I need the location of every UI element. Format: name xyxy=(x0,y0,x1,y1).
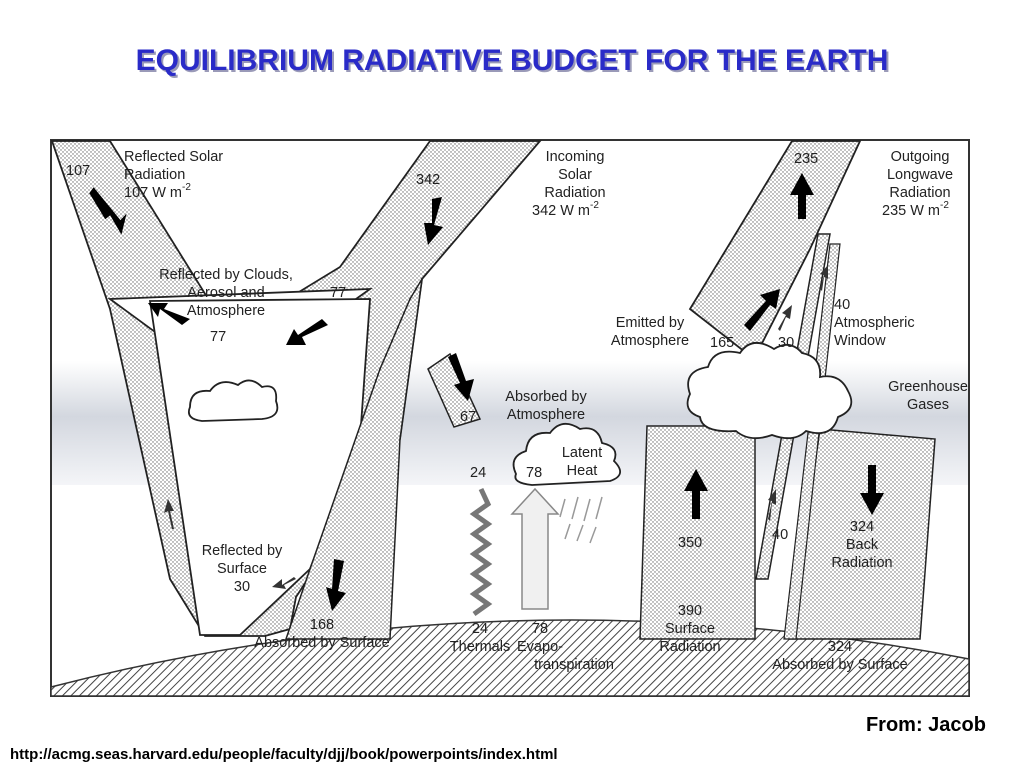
label-absorbed-atmosphere-line1: Absorbed by xyxy=(505,389,587,405)
label-back-radiation-line1: Back xyxy=(846,537,879,553)
label-reflected-solar-line2: Radiation xyxy=(124,167,185,183)
value-atmospheric-window-top: 40 xyxy=(834,297,850,313)
source-url: http://acmg.seas.harvard.edu/people/facu… xyxy=(10,746,558,763)
absorbed-surface-column xyxy=(284,278,423,640)
value-outgoing-longwave: 235 xyxy=(794,151,818,167)
label-reflected-clouds-line3: Atmosphere xyxy=(187,303,265,319)
arrow-window-small-2 xyxy=(820,265,828,291)
radiative-budget-diagram: Reflected Solar Radiation 107 W m-2 107 … xyxy=(50,139,970,697)
label-incoming-solar-line3: Radiation xyxy=(544,185,605,201)
label-reflected-surface-line1: Reflected by xyxy=(202,543,283,559)
value-thermals-bottom: 24 xyxy=(472,621,488,637)
value-surface-radiation: 390 xyxy=(678,603,702,619)
window-strip-lower xyxy=(783,243,841,640)
value-absorbed-atmosphere: 67 xyxy=(460,409,476,425)
label-greenhouse-gases-line1: Greenhouse xyxy=(888,379,968,395)
arrow-reflected-clouds-left xyxy=(148,303,190,325)
arrow-emitted-atmosphere xyxy=(744,289,780,331)
label-atmospheric-window-line2: Window xyxy=(834,333,886,349)
label-incoming-solar-line1: Incoming xyxy=(546,149,605,165)
cloud-right xyxy=(686,342,853,440)
cloud-latent-heat xyxy=(512,423,621,486)
arrow-reflected-solar xyxy=(89,187,127,235)
evapotranspiration-arrow xyxy=(510,487,560,610)
value-back-radiation: 324 xyxy=(850,519,874,535)
arrow-window-small-3 xyxy=(768,489,776,521)
label-reflected-solar-line3: 107 W m-2 xyxy=(124,182,191,201)
label-absorbed-surface-left: Absorbed by Surface xyxy=(254,635,389,651)
label-reflected-clouds-line2: Aerosol and xyxy=(187,285,264,301)
arrow-absorbed-surface xyxy=(326,559,346,611)
label-outgoing-longwave-line4: 235 W m-2 xyxy=(882,200,949,219)
label-reflected-solar-line1: Reflected Solar xyxy=(124,149,223,165)
thermals-coil xyxy=(469,487,493,617)
label-evapotranspiration-line1: Evapo- xyxy=(517,639,563,655)
label-back-radiation-line2: Radiation xyxy=(831,555,892,571)
label-greenhouse-gases-line2: Gases xyxy=(907,397,949,413)
label-emitted-atmosphere-line2: Atmosphere xyxy=(611,333,689,349)
arrow-back-radiation xyxy=(860,465,884,515)
value-reflected-surface: 30 xyxy=(234,579,250,595)
arrow-reflected-clouds-right xyxy=(286,319,328,345)
page-title: EQUILIBRIUM RADIATIVE BUDGET FOR THE EAR… xyxy=(135,44,889,77)
label-surface-radiation-line2: Radiation xyxy=(659,639,720,655)
rain-streaks xyxy=(559,496,603,544)
arrow-outgoing-longwave xyxy=(790,173,814,219)
label-surface-radiation-line1: Surface xyxy=(665,621,715,637)
arrow-incoming-solar xyxy=(424,197,443,245)
arrow-reflected-surface-up xyxy=(164,499,174,529)
label-latent-heat-line1: Latent xyxy=(562,445,602,461)
label-outgoing-longwave-line3: Radiation xyxy=(889,185,950,201)
label-absorbed-surface-right: Absorbed by Surface xyxy=(772,657,907,673)
value-latent-heat: 78 xyxy=(526,465,542,481)
value-reflected-clouds-b: 77 xyxy=(330,285,346,301)
value-emitted-atmosphere: 165 xyxy=(710,335,734,351)
label-incoming-solar-line2: Solar xyxy=(558,167,592,183)
arrow-reflected-surface-left xyxy=(272,577,296,589)
label-incoming-solar-line4: 342 W m-2 xyxy=(532,200,599,219)
value-incoming-solar: 342 xyxy=(416,172,440,188)
value-reflected-clouds-a: 77 xyxy=(210,329,226,345)
label-latent-heat-line2: Heat xyxy=(567,463,598,479)
cloud-left xyxy=(187,379,279,422)
arrow-window-small-1 xyxy=(778,305,792,331)
value-evapotranspiration: 78 xyxy=(532,621,548,637)
absorbed-atmosphere-branch xyxy=(427,352,482,428)
label-absorbed-atmosphere-line2: Atmosphere xyxy=(507,407,585,423)
arrows xyxy=(89,173,884,611)
credit-text: From: Jacob xyxy=(865,714,986,736)
label-outgoing-longwave-line1: Outgoing xyxy=(891,149,950,165)
label-thermals: Thermals xyxy=(450,639,510,655)
label-outgoing-longwave-line2: Longwave xyxy=(887,167,953,183)
label-evapotranspiration-line2: transpiration xyxy=(534,657,614,673)
arrow-surface-radiation xyxy=(684,469,708,519)
label-atmospheric-window-line1: Atmospheric xyxy=(834,315,915,331)
small-arrows xyxy=(164,265,828,589)
label-emitted-atmosphere-line1: Emitted by xyxy=(616,315,685,331)
value-surface-radiation-mid: 350 xyxy=(678,535,702,551)
value-atmospheric-window-low: 40 xyxy=(772,527,788,543)
value-reflected-solar: 107 xyxy=(66,163,90,179)
label-reflected-clouds-line1: Reflected by Clouds, xyxy=(159,267,293,283)
value-absorbed-surface-left: 168 xyxy=(310,617,334,633)
value-atmospheric-window-mid: 30 xyxy=(778,335,794,351)
value-absorbed-surface-right: 324 xyxy=(828,639,852,655)
value-thermals-top: 24 xyxy=(470,465,486,481)
label-reflected-surface-line2: Surface xyxy=(217,561,267,577)
arrow-absorbed-atmosphere xyxy=(448,353,474,401)
